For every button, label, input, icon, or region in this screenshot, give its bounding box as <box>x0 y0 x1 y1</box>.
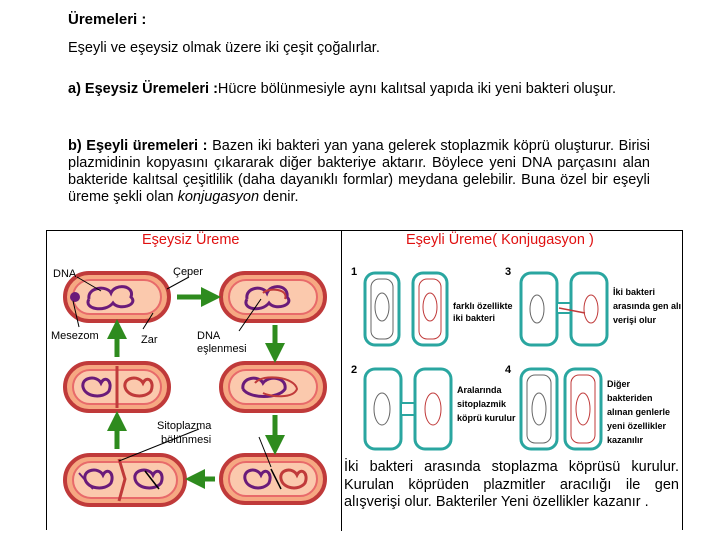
cell-stage-3 <box>219 361 327 413</box>
section-heading: Üremeleri : <box>68 11 147 28</box>
panel-2-line-2: sitoplazmik <box>457 399 507 409</box>
sexual-text-before: Bazen iki bakteri yan yana gelerek stopl… <box>68 138 651 205</box>
label-dna-rep-1: DNA <box>197 330 221 342</box>
panel-3-line-3: verişi olur <box>613 315 657 325</box>
cell-stage-4 <box>219 453 327 505</box>
cell-stage-2 <box>219 271 327 323</box>
panel-2-number: 2 <box>351 364 357 376</box>
panel-1-number: 1 <box>351 266 357 278</box>
label-cyto-2: bölünmesi <box>161 434 211 446</box>
sexual-label: b) Eşeyli üremeleri : <box>68 138 208 154</box>
asexual-paragraph: a) Eşeysiz Üremeleri :Hücre bölünmesiyle… <box>68 81 650 98</box>
conjugation-panel-2: 2 Aralarında sitoplazmik köprü kurulur <box>351 364 516 451</box>
label-dna: DNA <box>53 268 77 280</box>
panel-4-line-5: kazanılır <box>607 435 644 445</box>
panel-1-line-2: iki bakteri <box>453 313 495 323</box>
label-dna-rep-2: eşlenmesi <box>197 343 247 355</box>
panel-3-number: 3 <box>505 266 511 278</box>
conjugation-caption: Eşeyli Üreme( Konjugasyon ) <box>406 232 594 248</box>
panel-2-line-1: Aralarında <box>457 385 503 395</box>
panel-4-line-3: alınan genlerle <box>607 407 670 417</box>
panel-4-line-4: yeni özellikler <box>607 421 667 431</box>
asexual-caption: Eşeysiz Üreme <box>142 232 240 248</box>
panel-4-line-1: Diğer <box>607 379 631 389</box>
sexual-text-after: denir. <box>259 189 299 205</box>
conjugation-panel-4: 4 Diğer bakteriden alınan genlerle yeni … <box>505 364 670 451</box>
cell-stage-6 <box>63 361 171 413</box>
conjugation-panel-1: 1 farklı özellikte iki bakteri <box>351 266 513 347</box>
cell-stage-5 <box>63 453 187 507</box>
konjugasyon-term: konjugasyon <box>177 189 260 205</box>
column-divider <box>341 231 342 531</box>
binary-fission-diagram: DNA Çeper Mesezom Zar DNA eşlenmesi Sito… <box>51 266 327 507</box>
panel-3-line-1: İki bakteri <box>613 287 655 297</box>
cell-stage-1 <box>63 271 171 323</box>
asexual-text: Hücre bölünmesiyle aynı kalıtsal yapıda … <box>217 81 617 97</box>
label-wall: Çeper <box>173 266 203 278</box>
conjugation-panel-3: 3 İki bakteri arasında gen alış verişi o… <box>505 266 681 347</box>
panel-1-line-1: farklı özellikte <box>453 301 513 311</box>
panel-4-line-2: bakteriden <box>607 393 653 403</box>
panel-4-number: 4 <box>505 364 512 376</box>
sexual-paragraph: b) Eşeyli üremeleri : Bazen iki bakteri … <box>68 138 650 206</box>
panel-3-line-2: arasında gen alış <box>613 301 681 311</box>
label-membrane: Zar <box>141 334 158 346</box>
reproduction-figure-table: Eşeysiz Üreme Eşeyli Üreme( Konjugasyon … <box>46 230 683 531</box>
label-cyto-1: Sitoplazma <box>157 420 212 432</box>
conjugation-description: İki bakteri arasında stoplazma köprüsü k… <box>344 459 679 510</box>
asexual-label: a) Eşeysiz Üremeleri : <box>68 81 218 97</box>
intro-paragraph: Eşeyli ve eşeysiz olmak üzere iki çeşit … <box>68 40 380 56</box>
label-mesosome: Mesezom <box>51 330 99 342</box>
conjugation-diagram: 1 farklı özellikte iki bakteri 3 İki bak… <box>351 266 681 451</box>
panel-2-line-3: köprü kurulur <box>457 413 516 423</box>
